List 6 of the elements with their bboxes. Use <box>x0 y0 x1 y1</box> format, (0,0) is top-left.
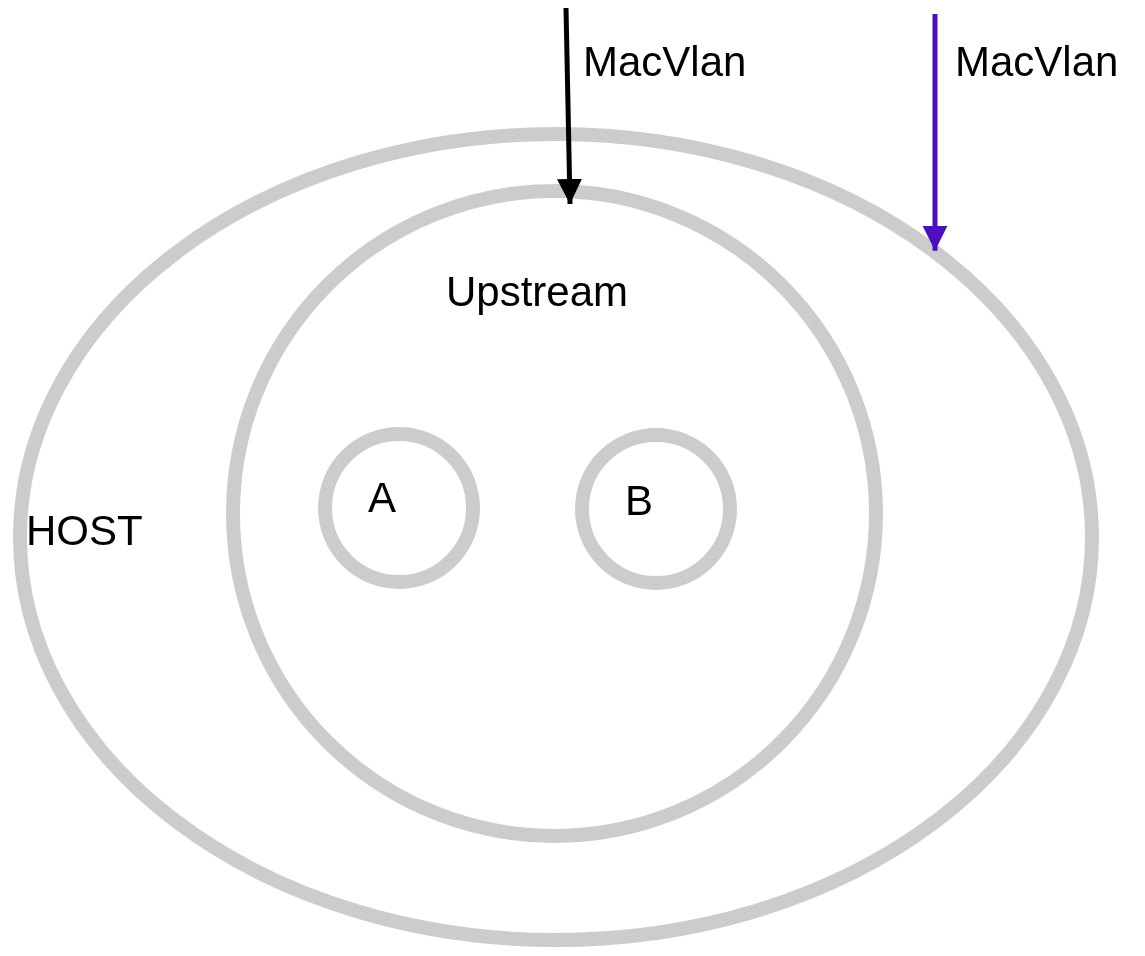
node-label: HOST <box>26 510 143 552</box>
node-label: A <box>368 477 396 519</box>
arrow <box>557 7 582 205</box>
node-label: Upstream <box>445 271 629 313</box>
node-label: B <box>625 480 653 522</box>
arrow <box>922 14 948 251</box>
